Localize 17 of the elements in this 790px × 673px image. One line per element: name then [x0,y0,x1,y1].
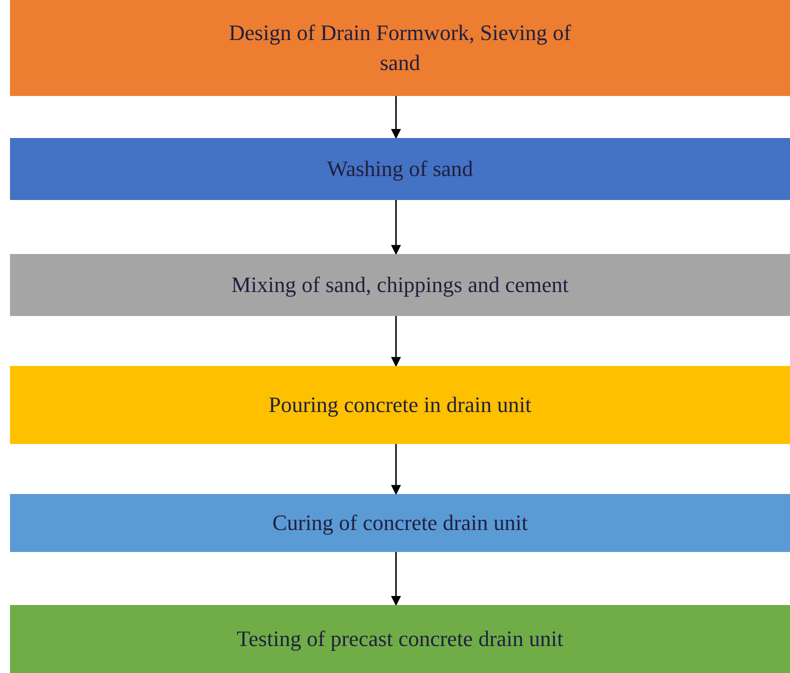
process-box [10,0,790,96]
arrow [391,552,401,606]
arrow [391,200,401,255]
step-label: Design of Drain Formwork, Sieving of sand [228,19,572,77]
step-label: Mixing of sand, chippings and cement [231,271,569,299]
arrow [391,96,401,139]
step-label: Washing of sand [326,155,474,183]
process-box [10,605,790,673]
arrow [391,444,401,495]
process-box [10,254,790,316]
process-box [10,366,790,444]
process-box [10,138,790,200]
step-label: Pouring concrete in drain unit [268,391,532,419]
step-label: Testing of precast concrete drain unit [236,625,564,653]
process-box [10,494,790,552]
step-label: Curing of concrete drain unit [272,509,528,537]
arrow [391,316,401,367]
